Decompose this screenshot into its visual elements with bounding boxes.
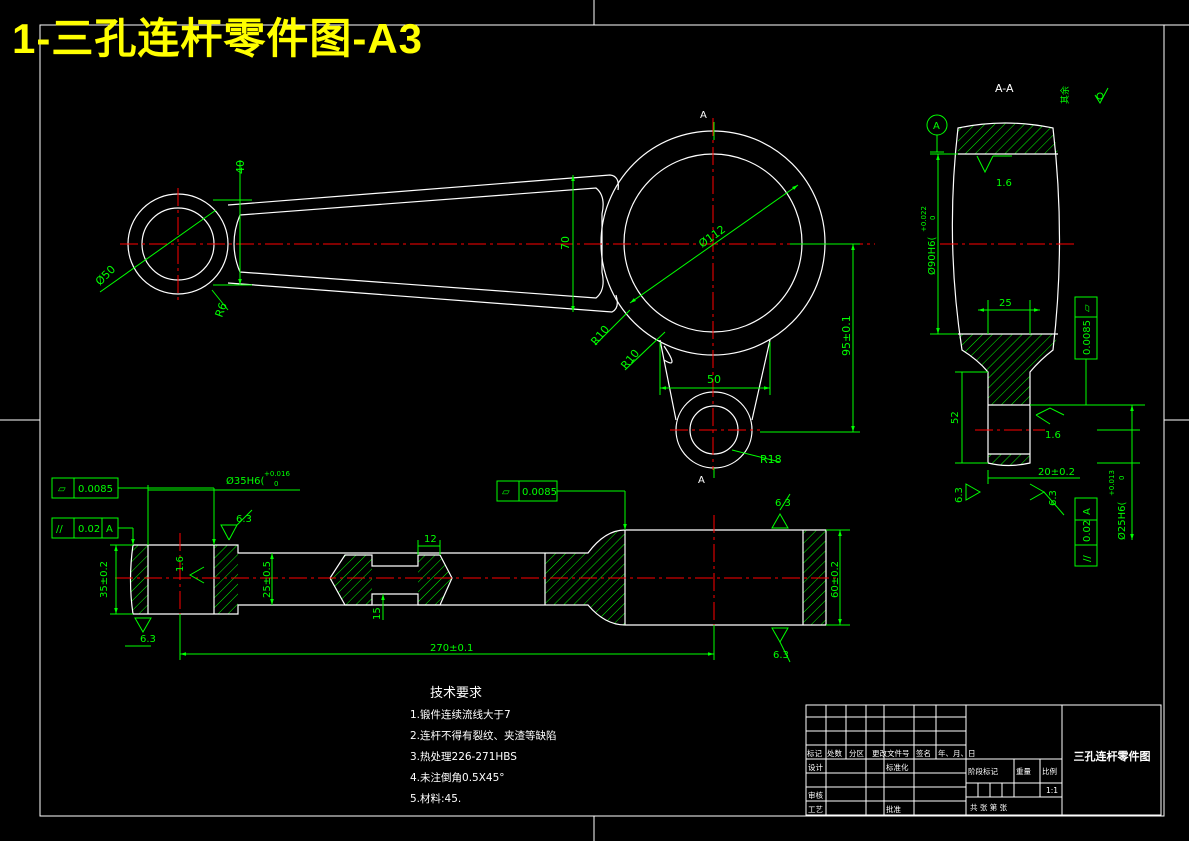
flatness-value-3: 0.0085: [1082, 320, 1093, 355]
dim-d35h6: Ø35H6(: [226, 475, 264, 487]
tb-check: 审核: [808, 790, 823, 800]
dim-60: 60±0.2: [830, 561, 841, 598]
roughness-1.6-a: 1.6: [175, 556, 186, 572]
roughness-6.3-e: 6.3: [954, 487, 965, 503]
tb-count: 处数: [827, 748, 842, 758]
dim-70: 70: [559, 236, 572, 250]
parallel-symbol-1: //: [56, 524, 63, 535]
tb-signature: 签名: [916, 748, 931, 758]
dim-d35-tol-lower: 0: [274, 480, 278, 488]
tech-req-item-4: 4.未注倒角0.5X45°: [410, 772, 505, 784]
dim-25-section: 25: [999, 298, 1012, 309]
roughness-1.6-b: 1.6: [996, 178, 1012, 189]
dim-r18: R18: [760, 453, 782, 466]
dim-r10-b: R10: [618, 347, 642, 372]
sectioned-plan-view: ⏥ 0.0085 // 0.02 A ⏥ 0.0085 Ø35H6( +0.01…: [51, 470, 850, 663]
dim-20: 20±0.2: [1038, 467, 1075, 478]
title-block-part-name: 三孔连杆零件图: [1073, 750, 1151, 763]
roughness-6.3-a: 6.3: [236, 514, 252, 525]
dim-25: 25±0.5: [262, 561, 273, 598]
dim-d50: Ø50: [93, 263, 118, 288]
parallel-value-1: 0.02: [78, 524, 100, 535]
tb-ratio: 比例: [1042, 766, 1057, 776]
section-label: A-A: [995, 82, 1014, 95]
flatness-value-2: 0.0085: [522, 487, 557, 498]
parallel-symbol-2: //: [1082, 555, 1093, 562]
tb-sheets: 共 张 第 张: [970, 802, 1008, 812]
parallel-datum-2: A: [1082, 508, 1093, 515]
technical-requirements: 技术要求 1.锻件连续流线大于7 2.连杆不得有裂纹、夹渣等缺陷 3.热处理22…: [410, 682, 557, 812]
dim-12: 12: [424, 534, 437, 545]
dim-d35-tol-upper: +0.016: [264, 470, 290, 478]
dim-d25-tol-upper: +0.013: [1108, 470, 1116, 496]
flatness-symbol-1: ⏥: [58, 484, 66, 495]
dim-d112: Ø112: [696, 223, 728, 251]
flatness-value-1: 0.0085: [78, 484, 113, 495]
dim-r10-a: R10: [588, 323, 612, 348]
tb-zone: 分区: [849, 749, 864, 758]
tb-approve: 批准: [886, 804, 901, 814]
tb-change-doc: 更改文件号: [872, 748, 910, 758]
datum-label-a: A: [933, 121, 940, 132]
drawing-banner-title: 1-三孔连杆零件图-A3: [12, 15, 424, 62]
section-mark-bottom: A: [698, 475, 705, 486]
dim-d25h6: Ø25H6(: [1116, 502, 1128, 540]
tech-req-item-5: 5.材料:45.: [410, 793, 462, 805]
title-block: 标记 处数 分区 更改文件号 签名 年、月、日 设计 标准化 审核 工艺 批准 …: [805, 704, 1162, 816]
dim-50: 50: [707, 373, 721, 386]
parallel-datum-1: A: [106, 524, 113, 535]
dim-270: 270±0.1: [430, 643, 473, 654]
tech-req-title: 技术要求: [430, 686, 483, 701]
tb-process: 工艺: [808, 805, 823, 814]
flatness-symbol-3: ⏥: [1082, 304, 1093, 312]
tech-req-item-3: 3.热处理226-271HBS: [410, 751, 517, 763]
roughness-6.3-f: 6.3: [1048, 490, 1059, 506]
dim-15: 15: [372, 607, 383, 620]
flatness-symbol-2: ⏥: [502, 487, 510, 498]
tb-weight: 重量: [1016, 767, 1032, 776]
section-a-a-view: A Ø90H6( +0.022 0 25 1.6 0.0085 ⏥ 52 1.6…: [920, 82, 1145, 567]
tech-req-item-2: 2.连杆不得有裂纹、夹渣等缺陷: [410, 730, 557, 742]
dim-r6: R6: [213, 301, 230, 319]
front-view: Ø50 R6 40 70 Ø112 R10 R10 50 95±0.1 R18 …: [93, 110, 875, 486]
tech-req-item-1: 1.锻件连续流线大于7: [410, 709, 511, 721]
roughness-6.3-d: 6.3: [773, 650, 789, 661]
tb-date: 年、月、日: [938, 748, 976, 758]
rest-note: 其余: [1059, 86, 1071, 104]
roughness-1.6-c: 1.6: [1045, 430, 1061, 441]
dim-35: 35±0.2: [99, 561, 110, 598]
roughness-6.3-b: 6.3: [140, 634, 156, 645]
tb-standard: 标准化: [886, 762, 909, 772]
section-mark-top: A: [700, 110, 707, 121]
tb-mark: 标记: [807, 748, 822, 758]
tb-stage: 阶段标记: [968, 766, 998, 776]
dim-52: 52: [950, 411, 961, 424]
dim-d90-tol-upper: +0.022: [920, 206, 928, 232]
dim-d90h6: Ø90H6(: [926, 237, 938, 275]
tb-design: 设计: [808, 762, 823, 772]
dim-40: 40: [234, 160, 247, 174]
dim-d25-tol-lower: 0: [1118, 476, 1126, 480]
parallel-value-2: 0.02: [1082, 520, 1093, 542]
roughness-6.3-c: 6.3: [775, 498, 791, 509]
dim-95: 95±0.1: [840, 315, 853, 356]
dim-d90-tol-lower: 0: [929, 216, 937, 220]
tb-scale-value: 1:1: [1046, 786, 1058, 795]
